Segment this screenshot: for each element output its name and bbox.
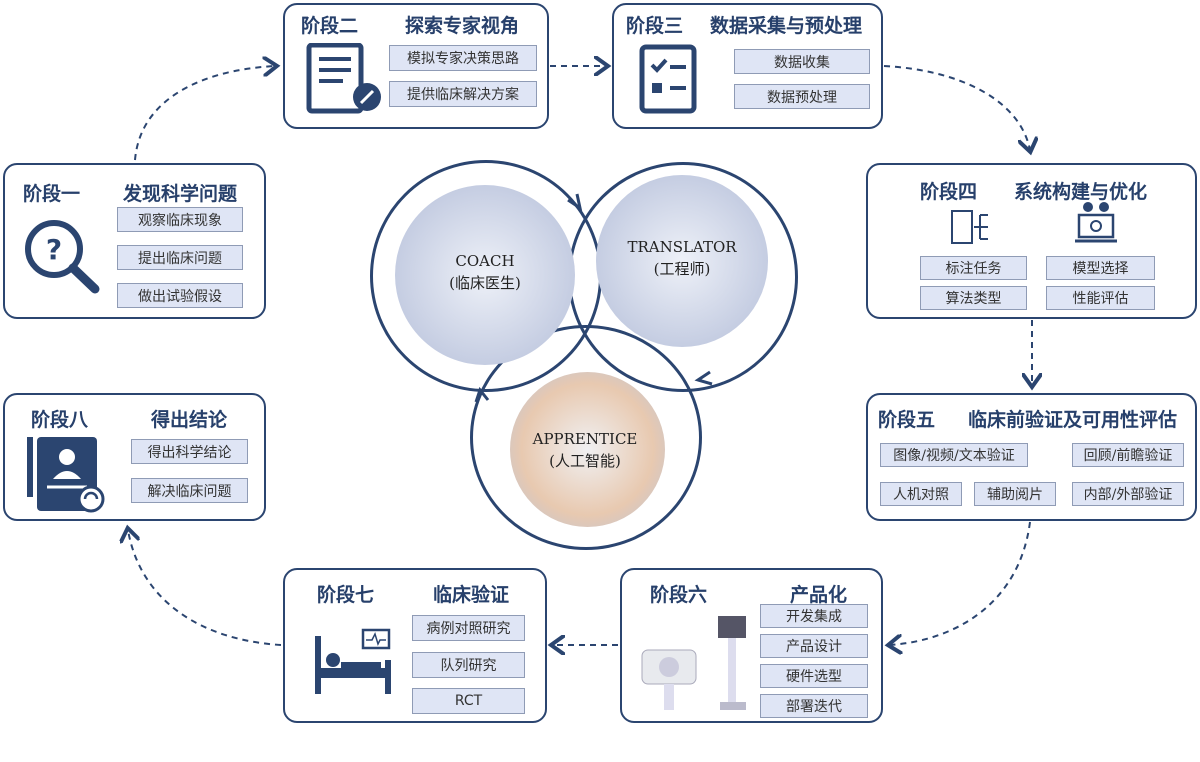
stage-item: 提出临床问题 bbox=[117, 245, 243, 270]
apprentice-image bbox=[510, 372, 665, 527]
document-edit-icon bbox=[306, 43, 381, 114]
stage-item: 模型选择 bbox=[1046, 256, 1155, 280]
stage-label: 阶段八 bbox=[31, 409, 89, 431]
stage-title: 探索专家视角 bbox=[405, 15, 520, 37]
stage-item: 数据预处理 bbox=[734, 84, 870, 109]
translator-label: TRANSLATOR(工程师) bbox=[627, 238, 737, 278]
stage-title: 发现科学问题 bbox=[123, 183, 238, 205]
stage-item: 标注任务 bbox=[920, 256, 1027, 280]
checklist-icon bbox=[639, 44, 697, 114]
stage-item: 提供临床解决方案 bbox=[389, 81, 537, 107]
svg-text:?: ? bbox=[46, 233, 62, 266]
stage-label: 阶段六 bbox=[650, 584, 708, 606]
stage-item: 得出科学结论 bbox=[131, 439, 248, 464]
stage-item: 人机对照 bbox=[880, 482, 962, 506]
stage-item: 产品设计 bbox=[760, 634, 868, 658]
stage-2: 阶段二 探索专家视角 模拟专家决策思路 提供临床解决方案 bbox=[283, 3, 549, 129]
stage-7: 阶段七 临床验证 病例对照研究 队列研究 RCT bbox=[283, 568, 547, 723]
stage-title: 产品化 bbox=[790, 584, 848, 606]
stage-item: 做出试验假设 bbox=[117, 283, 243, 308]
coach-image bbox=[395, 185, 575, 365]
hierarchy-icon bbox=[951, 210, 988, 244]
arrow-translator-to-apprentice bbox=[694, 370, 713, 386]
stage-item: 解决临床问题 bbox=[131, 478, 248, 503]
apprentice-label: APPRENTICE(人工智能) bbox=[532, 430, 638, 470]
stage-4: 阶段四 系统构建与优化 标注任务 模型选择 算法类型 性能评估 bbox=[866, 163, 1197, 319]
stage-label: 阶段一 bbox=[23, 183, 81, 205]
stage-item: 图像/视频/文本验证 bbox=[880, 443, 1028, 467]
stage-label: 阶段三 bbox=[626, 15, 684, 37]
stage-3: 阶段三 数据采集与预处理 数据收集 数据预处理 bbox=[612, 3, 883, 129]
stage-item: 回顾/前瞻验证 bbox=[1072, 443, 1184, 467]
stage-item: 辅助阅片 bbox=[974, 482, 1056, 506]
stage-6: 阶段六 产品化 开发集成 产品设计 硬件选型 部署迭代 bbox=[620, 568, 883, 723]
stage-item: 模拟专家决策思路 bbox=[389, 45, 537, 71]
search-question-icon: ? bbox=[25, 220, 100, 294]
stage-8: 阶段八 得出结论 得出科学结论 解决临床问题 bbox=[3, 393, 266, 521]
stage-label: 阶段四 bbox=[920, 181, 978, 203]
stage-item: 部署迭代 bbox=[760, 694, 868, 718]
stage-item: 病例对照研究 bbox=[412, 615, 525, 641]
stage-title: 临床验证 bbox=[433, 584, 510, 606]
stage-item: 观察临床现象 bbox=[117, 207, 243, 232]
translator-image bbox=[596, 175, 768, 347]
stage-item: RCT bbox=[412, 688, 525, 714]
stage-title: 数据采集与预处理 bbox=[710, 15, 863, 37]
medical-report-icon bbox=[27, 437, 105, 513]
arrow-apprentice-to-coach bbox=[474, 386, 490, 403]
apprentice-ring bbox=[470, 325, 702, 550]
coach-label: COACH(临床医生) bbox=[449, 252, 521, 292]
stage-item: 内部/外部验证 bbox=[1072, 482, 1184, 506]
stage-item: 开发集成 bbox=[760, 604, 868, 628]
stage-label: 阶段五 bbox=[878, 409, 936, 431]
stage-title: 系统构建与优化 bbox=[1014, 181, 1148, 203]
stage-item: 性能评估 bbox=[1046, 286, 1155, 310]
stage-label: 阶段七 bbox=[317, 584, 375, 606]
stage-item: 硬件选型 bbox=[760, 664, 868, 688]
stage-1: 阶段一 发现科学问题 ? 观察临床现象 提出临床问题 做出试验假设 bbox=[3, 163, 266, 319]
medical-device-icon bbox=[641, 616, 746, 710]
stage-5: 阶段五 临床前验证及可用性评估 图像/视频/文本验证 回顾/前瞻验证 人机对照 … bbox=[866, 393, 1197, 521]
hospital-bed-icon bbox=[315, 628, 391, 694]
stage-item: 数据收集 bbox=[734, 49, 870, 74]
arrow-coach-to-translator bbox=[567, 193, 583, 212]
stage-title: 得出结论 bbox=[151, 409, 228, 431]
laptop-gear-icon bbox=[1075, 202, 1117, 243]
stage-title: 临床前验证及可用性评估 bbox=[968, 409, 1178, 431]
stage-item: 算法类型 bbox=[920, 286, 1027, 310]
stage-item: 队列研究 bbox=[412, 652, 525, 678]
stage-label: 阶段二 bbox=[301, 15, 359, 37]
